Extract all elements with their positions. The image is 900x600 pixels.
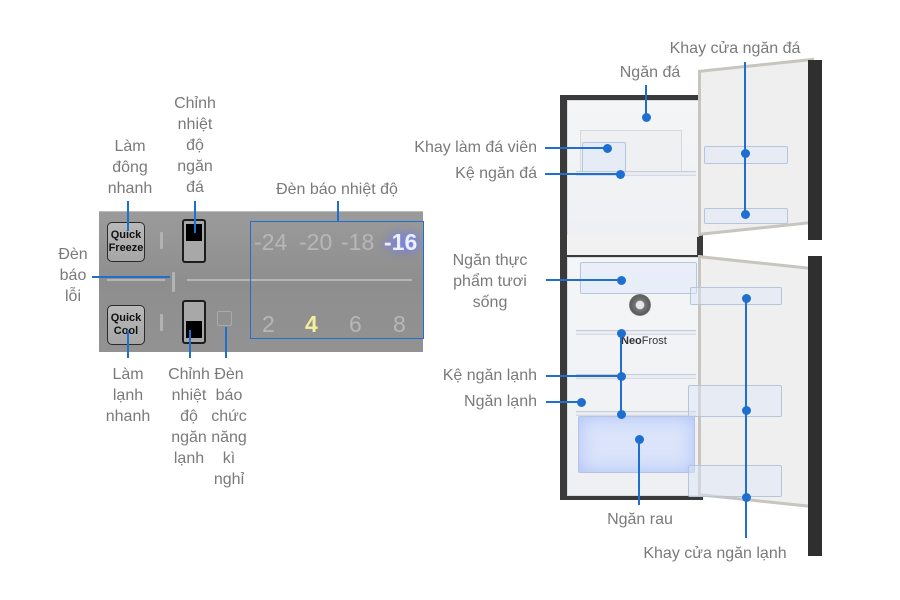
label-fresh-food: Ngăn thực phẩm tươi sống [452, 252, 528, 311]
leader-line [189, 330, 191, 358]
compartment-divider [567, 235, 697, 255]
label-freezer: Ngăn đá [619, 64, 681, 81]
panel-divider-left [107, 279, 165, 281]
fridge-door-tray [688, 385, 782, 417]
marker-dot [602, 143, 612, 153]
fridge-shelf [576, 411, 696, 416]
label-quick-cool: Làm lạnh nhanh [105, 366, 151, 425]
leader-line [546, 401, 580, 403]
holiday-mode-icon [217, 311, 232, 326]
temp-indicator-box [250, 221, 424, 339]
vegetable-drawer [578, 416, 695, 473]
fridge-door-edge [808, 256, 822, 556]
leader-line [546, 279, 620, 281]
leader-line [638, 439, 640, 505]
fridge-shelf [576, 330, 696, 335]
fridge-temp-option: 8 [393, 311, 406, 337]
label-fridge-shelf: Kệ ngăn lạnh [442, 367, 537, 384]
marker-dot [741, 293, 751, 303]
fridge-temp-option: 2 [262, 311, 275, 337]
fridge-temp-option-active: 4 [305, 311, 318, 337]
marker-dot [641, 112, 651, 122]
fridge-temp-slider[interactable] [182, 300, 206, 344]
panel-divider-right [187, 279, 412, 281]
leader-line [744, 62, 746, 214]
label-fridge: Ngăn lạnh [464, 393, 537, 410]
fridge-shelf [576, 374, 696, 379]
marker-dot [616, 275, 626, 285]
freeze-indicator-tick [160, 232, 163, 249]
freezer-door-edge [808, 60, 822, 240]
marker-dot [616, 328, 626, 338]
marker-dot [741, 405, 751, 415]
marker-dot [616, 409, 626, 419]
fridge-temp-option: 6 [349, 311, 362, 337]
quick-freeze-label: Quick Freeze [108, 229, 144, 254]
label-fridge-adjust: Chỉnh nhiệt độ ngăn lạnh [168, 366, 210, 467]
label-freezer-shelf: Kệ ngăn đá [455, 165, 537, 182]
leader-line [225, 327, 227, 358]
quick-freeze-button[interactable]: Quick Freeze [107, 222, 145, 262]
leader-line [92, 276, 170, 278]
label-quick-freeze: Làm đông nhanh [107, 138, 153, 197]
leader-line [545, 147, 607, 149]
freezer-temp-option: -18 [341, 229, 375, 255]
label-ice-tray: Khay làm đá viên [414, 139, 537, 156]
label-freezer-door-tray: Khay cửa ngăn đá [669, 40, 801, 57]
leader-line [194, 201, 196, 233]
marker-dot [616, 371, 626, 381]
leader-line [127, 201, 129, 231]
neofrost-logo: NeoFrost [621, 335, 667, 347]
fan-icon [629, 294, 651, 316]
quick-cool-button[interactable]: Quick Cool [107, 305, 145, 345]
quick-cool-label: Quick Cool [110, 312, 142, 337]
label-fridge-door-tray: Khay cửa ngăn lạnh [643, 545, 787, 562]
marker-dot [615, 169, 625, 179]
freezer-temp-option: -24 [254, 229, 288, 255]
marker-dot [576, 397, 586, 407]
freezer-temp-option-active: -16 [384, 229, 418, 255]
marker-dot [741, 492, 751, 502]
label-vegetable: Ngăn rau [607, 511, 673, 528]
leader-line [127, 330, 129, 358]
freezer-shelf [576, 171, 696, 176]
fridge-door-tray [688, 465, 782, 497]
leader-line [546, 375, 620, 377]
label-holiday-light: Đèn báo chức năng kì nghỉ [211, 366, 247, 488]
leader-line [645, 85, 647, 117]
leader-line [337, 201, 339, 222]
fresh-food-drawer [580, 262, 697, 294]
error-indicator-tick [172, 272, 175, 292]
label-error-light: Đèn báo lỗi [58, 246, 88, 305]
marker-dot [740, 148, 750, 158]
leader-line [545, 173, 620, 175]
fridge-door-tray [690, 287, 782, 305]
label-freezer-adjust: Chỉnh nhiệt độ ngăn đá [174, 95, 216, 196]
label-temp-indicator: Đèn báo nhiệt độ [276, 181, 398, 198]
cool-indicator-tick [160, 314, 163, 331]
marker-dot [740, 209, 750, 219]
freezer-temp-option: -20 [299, 229, 333, 255]
leader-line [745, 298, 747, 538]
